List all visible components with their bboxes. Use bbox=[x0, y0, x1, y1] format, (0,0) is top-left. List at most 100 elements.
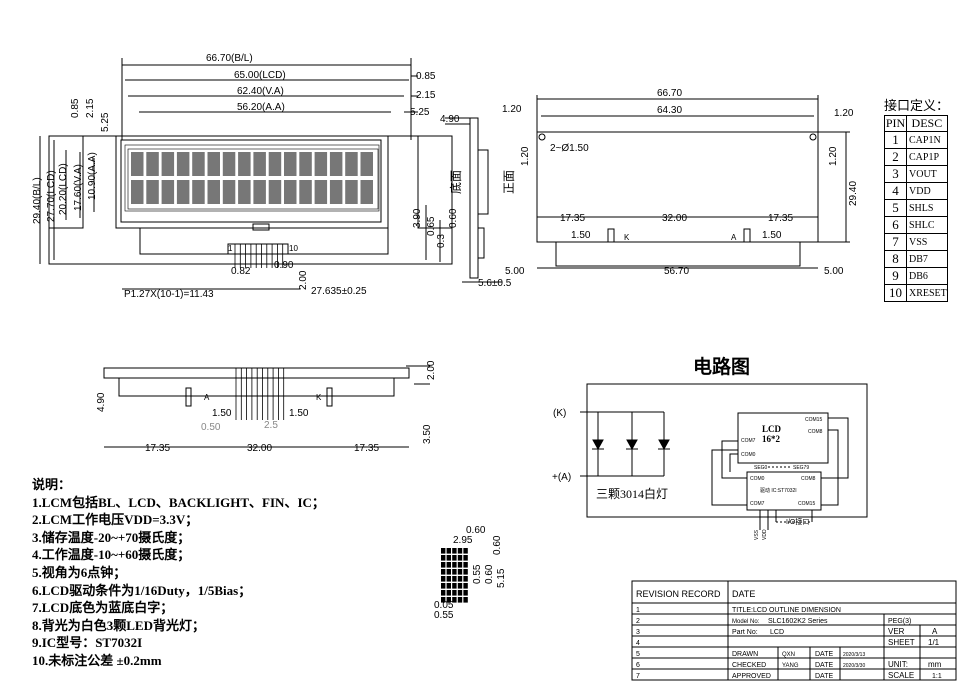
dim-aa-height: 10.90(A.A) bbox=[87, 152, 98, 200]
pixel-dot bbox=[463, 576, 468, 582]
com-label-1: COM8 bbox=[808, 429, 823, 435]
pixel-dot bbox=[441, 576, 446, 582]
pixel-dot bbox=[457, 562, 463, 568]
pixel-dot bbox=[457, 597, 463, 603]
char-cell bbox=[222, 180, 236, 204]
lcd-size: 16*2 bbox=[762, 434, 781, 444]
char-cell bbox=[299, 152, 312, 176]
char-cell bbox=[284, 152, 297, 176]
tb-part-label: Part No: bbox=[732, 629, 758, 636]
tb-approved-date: DATE bbox=[815, 673, 833, 680]
tb-sheet-label: SHEET bbox=[888, 638, 915, 647]
note-3: 3.储存温度-20~+70摄氏度； bbox=[32, 529, 191, 545]
bottom-label-150a: 1.50 bbox=[212, 408, 232, 419]
char-cell bbox=[161, 180, 175, 204]
pixel-dot bbox=[463, 569, 468, 575]
back-dim-120c: 1.20 bbox=[520, 146, 531, 166]
bottom-dim-350: 3.50 bbox=[422, 424, 433, 444]
tb-unit-label: UNIT: bbox=[888, 660, 908, 669]
back-pad-a: A bbox=[731, 233, 737, 242]
back-pad-k: K bbox=[624, 233, 630, 242]
px-dim-060b: 0.60 bbox=[492, 535, 503, 555]
tb-checked-label: CHECKED bbox=[732, 662, 766, 669]
char-cell bbox=[131, 180, 144, 204]
bottom-label-a: A bbox=[204, 393, 210, 402]
tb-drawn-label: DRAWN bbox=[732, 651, 758, 658]
pin-desc: XRESET bbox=[906, 284, 948, 302]
char-cell bbox=[268, 152, 282, 176]
back-dim-120a: 1.20 bbox=[502, 104, 522, 115]
char-cell bbox=[253, 152, 266, 176]
dim-va-width: 62.40(V.A) bbox=[237, 86, 284, 97]
back-pad-150a: 1.50 bbox=[571, 230, 591, 241]
back-dim-6670: 66.70 bbox=[657, 88, 682, 99]
circuit-a-label: +(A) bbox=[552, 472, 571, 483]
dim-065: 0.65 bbox=[426, 216, 437, 236]
side-label-bottom: 底面 bbox=[448, 170, 463, 194]
char-cell bbox=[238, 152, 251, 176]
pixel-dot bbox=[452, 583, 457, 589]
pixel-dot bbox=[441, 555, 446, 561]
dim-aa-width: 56.20(A.A) bbox=[237, 102, 285, 113]
px-dim-055b: 0.55 bbox=[434, 610, 454, 621]
pixel-dot bbox=[457, 583, 463, 589]
tb-row-2: 2 bbox=[636, 618, 640, 625]
pixel-dot bbox=[446, 597, 451, 603]
dim-right-215: 2.15 bbox=[416, 90, 436, 101]
dim-390: 3.90 bbox=[412, 208, 423, 228]
char-cell bbox=[176, 152, 190, 176]
bottom-label-k: K bbox=[316, 393, 322, 402]
pin-number: 10 bbox=[884, 284, 907, 302]
tb-approved-label: APPROVED bbox=[732, 673, 771, 680]
dim-lcd2-height: 20.20(LCD) bbox=[58, 163, 69, 215]
pixel-dot bbox=[452, 555, 457, 561]
dim-bl-height: 29.40(B/L) bbox=[32, 177, 43, 224]
pixel-dot bbox=[463, 562, 468, 568]
pin-table-title: 接口定义： bbox=[884, 98, 950, 113]
bottom-dim-3200: 32.00 bbox=[247, 443, 272, 454]
com-label-3: COM0 bbox=[741, 452, 756, 458]
tb-sheet: 1/1 bbox=[928, 638, 940, 647]
pin-number: 4 bbox=[884, 182, 907, 200]
bottom-label-050: 0.50 bbox=[201, 422, 221, 433]
vdd-label: VDD bbox=[762, 529, 768, 540]
tb-row-6: 6 bbox=[636, 662, 640, 669]
tb-title: TITLE:LCD OUTLINE DIMENSION bbox=[732, 607, 841, 614]
char-cell bbox=[253, 180, 266, 204]
char-cell bbox=[360, 152, 373, 176]
pixel-dot bbox=[441, 562, 446, 568]
bottom-label-25: 2.5 bbox=[264, 420, 278, 431]
circuit-k-label: (K) bbox=[553, 408, 566, 419]
back-dim-120d: 1.20 bbox=[828, 146, 839, 166]
notes: 说明： 1.LCM包括BL、LCD、BACKLIGHT、FIN、IC； 2.LC… bbox=[32, 476, 452, 670]
tb-unit: mm bbox=[928, 660, 942, 669]
ic-label: 驱动 IC:ST7032I bbox=[760, 487, 797, 494]
pixel-dot bbox=[446, 548, 451, 554]
tb-model-label: Model No: bbox=[732, 619, 760, 625]
note-9: 9.IC型号：ST7032I bbox=[32, 635, 143, 651]
char-cell bbox=[146, 180, 159, 204]
char-cell bbox=[192, 152, 205, 176]
dim-right-525: 5.25 bbox=[410, 107, 430, 118]
pixel-dot bbox=[441, 583, 446, 589]
char-cell bbox=[207, 152, 220, 176]
com-label-8: COM15 bbox=[798, 501, 815, 507]
tb-scale-label: SCALE bbox=[888, 671, 914, 680]
com-label-0: COM15 bbox=[805, 417, 822, 423]
back-dim-500a: 5.00 bbox=[505, 266, 525, 277]
side-label-front: 正面 bbox=[502, 170, 516, 194]
tb-drawn-date-label: DATE bbox=[815, 651, 833, 658]
dim-060: 0.60 bbox=[448, 208, 459, 228]
tb-ver: A bbox=[932, 627, 938, 636]
px-dim-005: 0.05 bbox=[434, 600, 454, 611]
tb-drawn-date: 2020/3/13 bbox=[843, 652, 865, 658]
com-label-5: SEG79 bbox=[793, 465, 809, 471]
side-dim-56: 5.6±0.5 bbox=[478, 278, 512, 289]
pixel-dot bbox=[463, 548, 468, 554]
pin-10-label: 10 bbox=[289, 244, 298, 253]
pixel-dot bbox=[457, 576, 463, 582]
dim-pitch2: 27.635±0.25 bbox=[311, 286, 367, 297]
back-dim-120b: 1.20 bbox=[834, 108, 854, 119]
char-grid bbox=[131, 152, 373, 204]
